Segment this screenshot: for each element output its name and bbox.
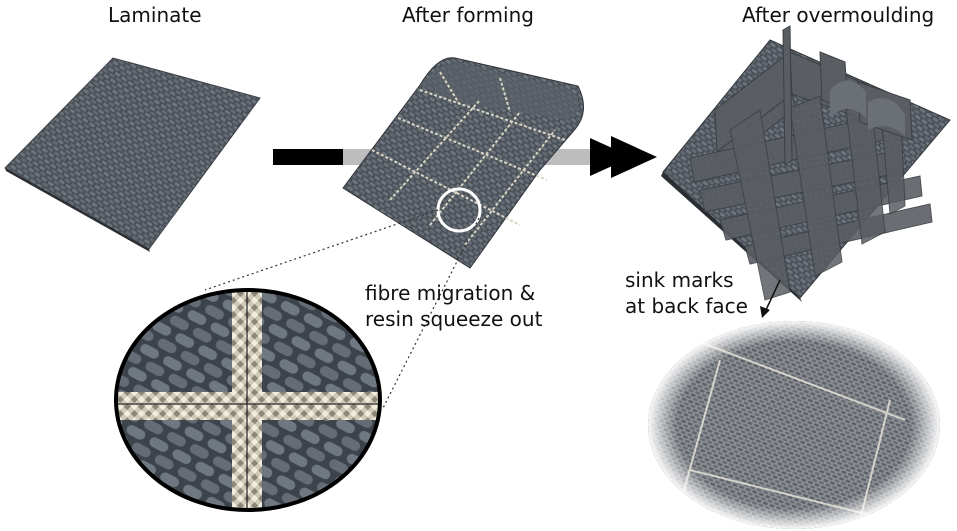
annotation-sink-marks: sink marks at back face: [625, 267, 748, 319]
sink-marks-detail: [648, 321, 940, 529]
title-after-overmoulding: After overmoulding: [742, 3, 935, 27]
annotation-sink-line-1: sink marks: [625, 268, 734, 292]
title-laminate: Laminate: [108, 3, 202, 27]
annotation-fibre-line-1: fibre migration &: [365, 281, 536, 305]
laminate-sheet: [4, 57, 261, 252]
sink-marks-arrow: [760, 279, 781, 318]
formed-part: [342, 57, 584, 269]
annotation-fibre-migration: fibre migration & resin squeeze out: [365, 280, 542, 332]
title-after-forming: After forming: [402, 3, 534, 27]
overmoulded-part: [661, 25, 951, 302]
annotation-sink-line-2: at back face: [625, 294, 748, 318]
zoom-connector: [204, 209, 480, 411]
zoom-detail: [114, 288, 382, 512]
annotation-fibre-line-2: resin squeeze out: [365, 307, 543, 331]
